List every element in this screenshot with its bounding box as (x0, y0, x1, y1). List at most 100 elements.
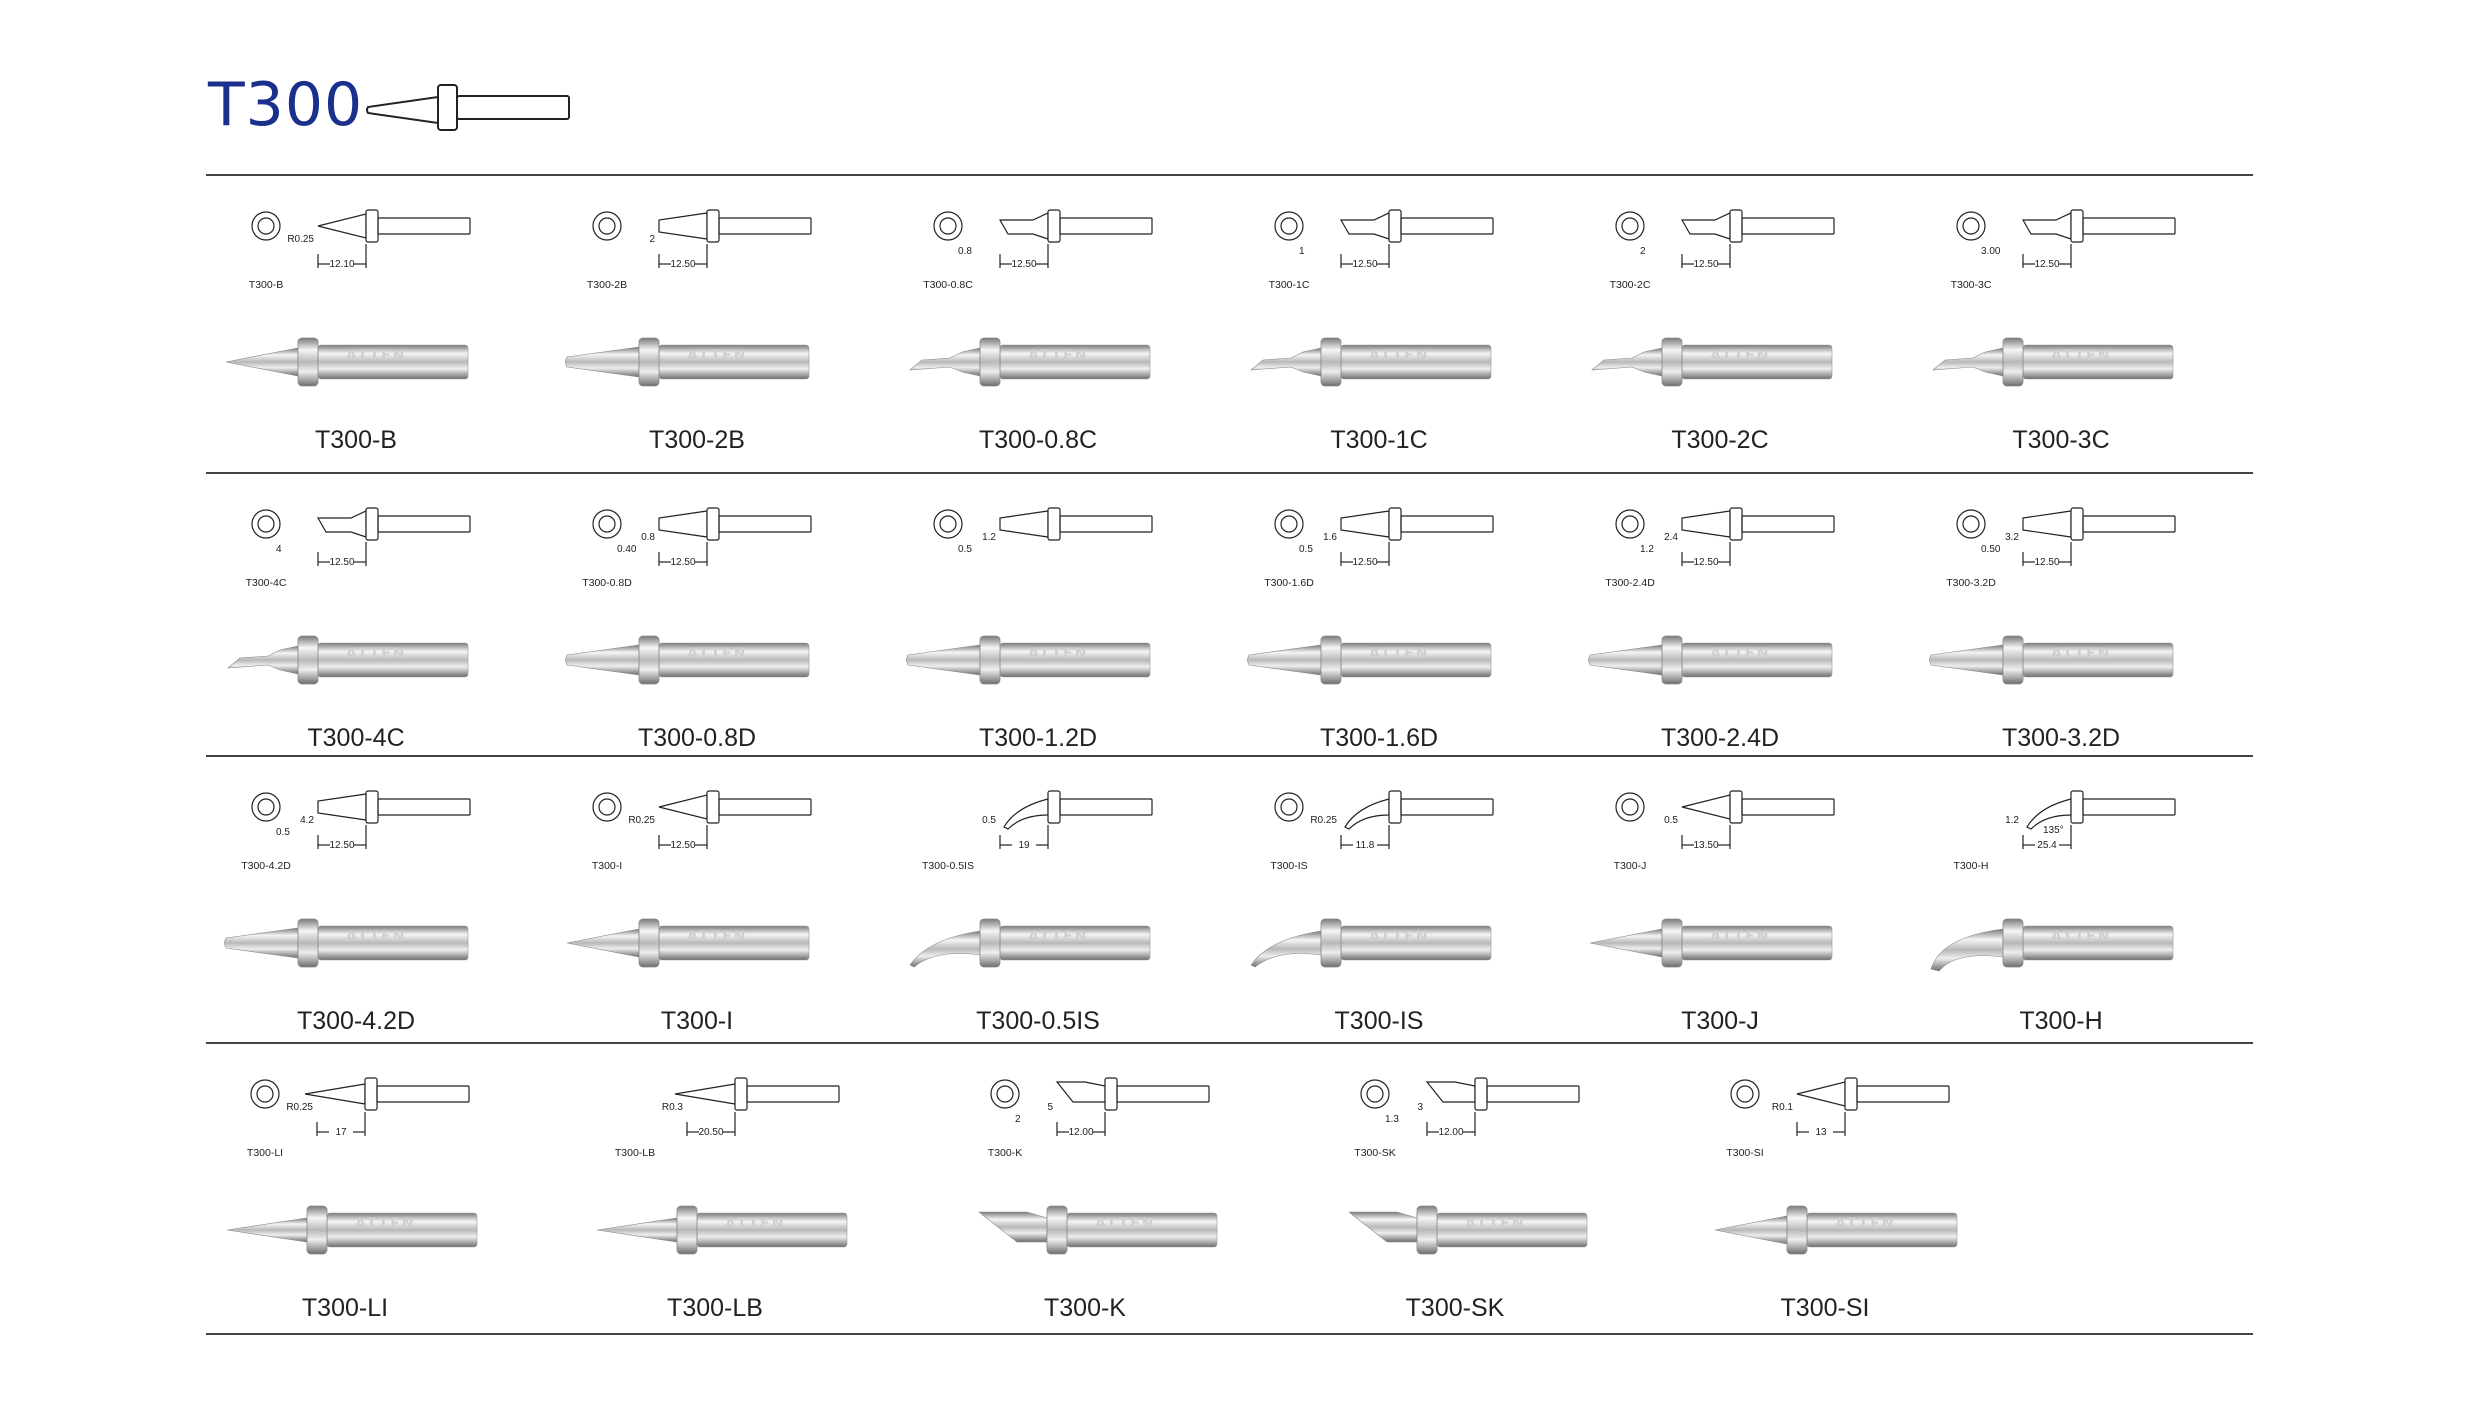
brand-logo: ATTEN (1369, 929, 1429, 945)
technical-drawing (250, 1077, 470, 1136)
end-dimension: 4 (276, 544, 282, 555)
length-dimension: 13 (1815, 1127, 1827, 1138)
tip-dimension: 0.5 (1664, 815, 1678, 826)
tip-model-label: T300-1.2D (979, 724, 1097, 752)
technical-drawing (1274, 790, 1494, 849)
tip-photo: ATTEN (225, 337, 469, 387)
length-dimension: 12.50 (1352, 557, 1377, 568)
brand-logo: ATTEN (2051, 348, 2111, 364)
tip-model-label: T300-4.2D (297, 1007, 415, 1035)
drawing-label: T300-3.2D (1946, 577, 1996, 589)
tip-photo: ATTEN (227, 635, 469, 685)
tip-photo: ATTEN (1714, 1205, 1958, 1255)
drawing-label: T300-4.2D (241, 860, 291, 872)
length-dimension: 12.50 (329, 557, 354, 568)
tip-dimension: R0.25 (286, 1102, 313, 1113)
tip-dimension: 1.2 (2005, 815, 2019, 826)
tip-photo: ATTEN (1932, 337, 2174, 387)
technical-drawing (251, 507, 471, 566)
brand-logo: ATTEN (1369, 348, 1429, 364)
tip-model-label: T300-I (661, 1007, 733, 1035)
drawing-label: T300-B (249, 279, 283, 291)
technical-drawing (1274, 209, 1494, 268)
tip-photo: ATTEN (566, 918, 810, 968)
tip-dimension: 4.2 (300, 815, 314, 826)
length-dimension: 13.50 (1693, 840, 1718, 851)
end-dimension: 0.5 (958, 544, 972, 555)
technical-drawing (251, 790, 471, 849)
tip-photo: ATTEN (226, 1205, 478, 1255)
length-dimension: 20.50 (698, 1127, 723, 1138)
drawing-label: T300-1C (1269, 279, 1310, 291)
technical-drawing (592, 209, 812, 268)
technical-drawing (933, 507, 1153, 541)
drawing-label: T300-J (1614, 860, 1647, 872)
technical-drawing (1956, 507, 2176, 566)
brand-logo: ATTEN (2051, 646, 2111, 662)
tip-photo: ATTEN (224, 918, 469, 968)
tip-dimension: 1.2 (982, 532, 996, 543)
tip-model-label: T300-0.8C (979, 426, 1097, 454)
tip-model-label: T300-2B (649, 426, 745, 454)
tip-photo: ATTEN (1588, 635, 1833, 685)
end-dimension: 1.2 (1640, 544, 1654, 555)
tip-photo: ATTEN (565, 635, 810, 685)
drawing-label: T300-SK (1354, 1147, 1395, 1159)
brand-logo: ATTEN (346, 929, 406, 945)
tip-model-label: T300-3C (2012, 426, 2109, 454)
tip-dimension: 5 (1047, 1102, 1053, 1113)
drawing-label: T300-3C (1951, 279, 1992, 291)
drawing-label: T300-0.5IS (922, 860, 974, 872)
brand-logo: ATTEN (2051, 929, 2111, 945)
tip-photo: ATTEN (906, 635, 1151, 685)
technical-drawing (674, 1077, 840, 1136)
length-dimension: 12.50 (670, 259, 695, 270)
tip-photo: ATTEN (909, 918, 1151, 968)
technical-drawing (1730, 1077, 1950, 1136)
page-title: T300 (208, 70, 364, 140)
tip-photo: ATTEN (1250, 337, 1492, 387)
tip-dimension: 0.8 (641, 532, 655, 543)
drawing-label: T300-IS (1270, 860, 1307, 872)
brand-logo: ATTEN (687, 348, 747, 364)
divider (206, 174, 2253, 176)
brand-logo: ATTEN (725, 1216, 785, 1232)
tip-model-label: T300-2.4D (1661, 724, 1779, 752)
tip-dimension: R0.1 (1772, 1102, 1794, 1113)
brand-logo: ATTEN (355, 1216, 415, 1232)
